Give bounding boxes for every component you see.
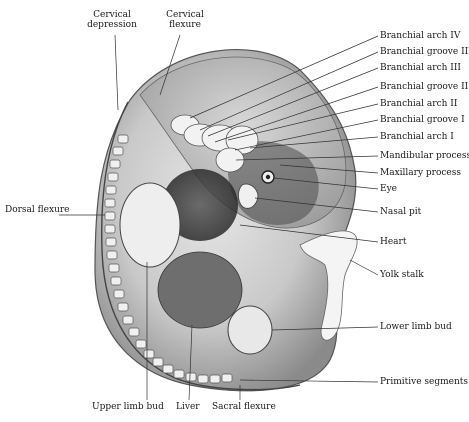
upper-limb-bud xyxy=(120,183,180,267)
label-branchial-arch-4: Branchial arch IV xyxy=(380,31,460,41)
lower-limb-bud xyxy=(228,306,272,354)
label-branchial-groove-2: Branchial groove II xyxy=(380,82,468,92)
eye-pupil xyxy=(266,175,270,179)
label-dorsal-flexure: Dorsal flexure xyxy=(5,205,70,215)
label-mandibular-process: Mandibular process xyxy=(380,151,469,161)
label-sacral-flexure: Sacral flexure xyxy=(212,402,276,412)
label-branchial-arch-3: Branchial arch III xyxy=(380,63,461,73)
label-primitive-segments: Primitive segments xyxy=(380,377,468,387)
label-cervical-depression: Cervical depression xyxy=(82,10,142,30)
label-cervical-depression-line1: Cervical xyxy=(82,10,142,20)
label-cervical-depression-line2: depression xyxy=(82,20,142,30)
label-eye: Eye xyxy=(380,184,397,194)
liver xyxy=(158,252,242,328)
label-cervical-flexure: Cervical flexure xyxy=(155,10,215,30)
label-nasal-pit: Nasal pit xyxy=(380,207,421,217)
label-yolk-stalk: Yolk stalk xyxy=(380,270,424,280)
label-upper-limb-bud: Upper limb bud xyxy=(92,402,164,412)
label-maxillary-process: Maxillary process xyxy=(380,168,461,178)
label-branchial-arch-1: Branchial arch I xyxy=(380,132,454,142)
label-branchial-groove-3: Branchial groove III xyxy=(380,47,469,57)
label-cervical-flexure-line2: flexure xyxy=(155,20,215,30)
label-lower-limb-bud: Lower limb bud xyxy=(380,322,452,332)
label-heart: Heart xyxy=(380,237,406,247)
label-branchial-groove-1: Branchial groove I xyxy=(380,115,465,125)
label-branchial-arch-2: Branchial arch II xyxy=(380,99,457,109)
label-cervical-flexure-line1: Cervical xyxy=(155,10,215,20)
label-liver: Liver xyxy=(176,402,200,412)
